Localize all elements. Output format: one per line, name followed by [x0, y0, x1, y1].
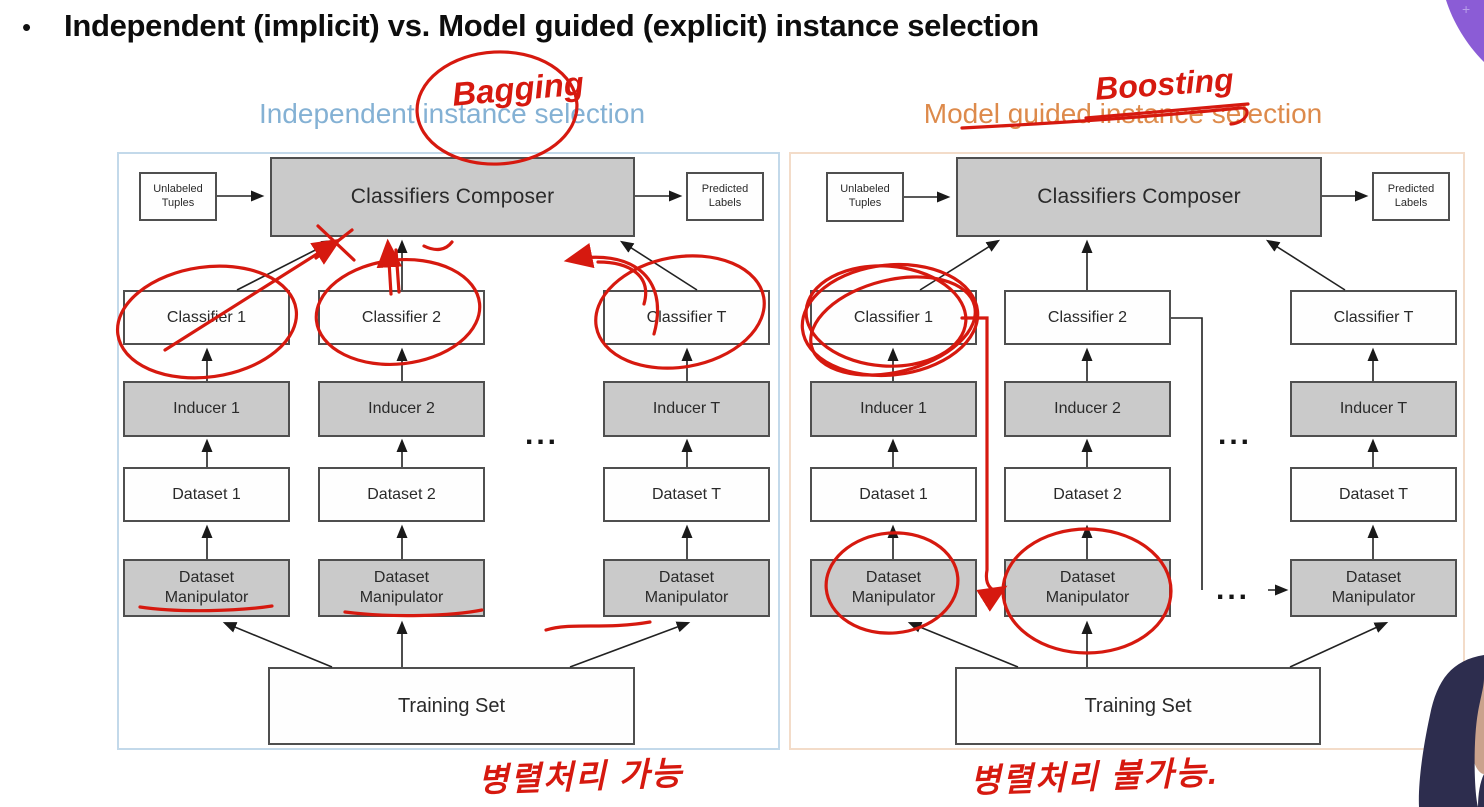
- annotation-korean-left: 병렬처리 가능: [477, 754, 685, 799]
- slide-title: Independent (implicit) vs. Model guided …: [64, 8, 1039, 43]
- box-training-set-left: Training Set: [268, 667, 635, 745]
- box-classifier-2-right: Classifier 2: [1004, 290, 1171, 345]
- box-dataset-manipulator-2-left: Dataset Manipulator: [318, 559, 485, 617]
- annotation-korean-right: 병렬처리 불가능.: [969, 753, 1220, 800]
- box-classifier-t-right: Classifier T: [1290, 290, 1457, 345]
- panel-model-guided: [789, 152, 1465, 750]
- box-dataset-t-left: Dataset T: [603, 467, 770, 522]
- box-dataset-2-left: Dataset 2: [318, 467, 485, 522]
- purple-corner-accent: +: [1446, 0, 1484, 62]
- box-inducer-1-right: Inducer 1: [810, 381, 977, 437]
- box-classifiers-composer-left: Classifiers Composer: [270, 157, 635, 237]
- ellipsis-right-inducer: ...: [1218, 418, 1253, 451]
- presenter-face: [1469, 676, 1484, 774]
- box-dataset-manipulator-1-right: Dataset Manipulator: [810, 559, 977, 617]
- box-inducer-2-right: Inducer 2: [1004, 381, 1171, 437]
- box-unlabeled-tuples-left: Unlabeled Tuples: [139, 172, 217, 221]
- box-inducer-2-left: Inducer 2: [318, 381, 485, 437]
- box-dataset-manipulator-2-right: Dataset Manipulator: [1004, 559, 1171, 617]
- box-classifier-2-left: Classifier 2: [318, 290, 485, 345]
- plus-icon: +: [1462, 1, 1470, 17]
- box-dataset-t-right: Dataset T: [1290, 467, 1457, 522]
- box-dataset-1-right: Dataset 1: [810, 467, 977, 522]
- box-dataset-1-left: Dataset 1: [123, 467, 290, 522]
- bullet-point: •: [22, 12, 32, 42]
- box-dataset-manipulator-1-left: Dataset Manipulator: [123, 559, 290, 617]
- box-dataset-manipulator-t-right: Dataset Manipulator: [1290, 559, 1457, 617]
- ellipsis-left: ...: [525, 418, 560, 451]
- box-classifier-t-left: Classifier T: [603, 290, 770, 345]
- panel-independent: [117, 152, 780, 750]
- box-classifiers-composer-right: Classifiers Composer: [956, 157, 1322, 237]
- box-dataset-2-right: Dataset 2: [1004, 467, 1171, 522]
- box-dataset-manipulator-t-left: Dataset Manipulator: [603, 559, 770, 617]
- box-classifier-1-right: Classifier 1: [810, 290, 977, 345]
- box-inducer-t-right: Inducer T: [1290, 381, 1457, 437]
- ellipsis-right-manipulator: ...: [1216, 573, 1251, 606]
- box-classifier-1-left: Classifier 1: [123, 290, 290, 345]
- box-inducer-1-left: Inducer 1: [123, 381, 290, 437]
- box-training-set-right: Training Set: [955, 667, 1321, 745]
- box-predicted-labels-right: Predicted Labels: [1372, 172, 1450, 221]
- box-predicted-labels-left: Predicted Labels: [686, 172, 764, 221]
- box-inducer-t-left: Inducer T: [603, 381, 770, 437]
- box-unlabeled-tuples-right: Unlabeled Tuples: [826, 172, 904, 222]
